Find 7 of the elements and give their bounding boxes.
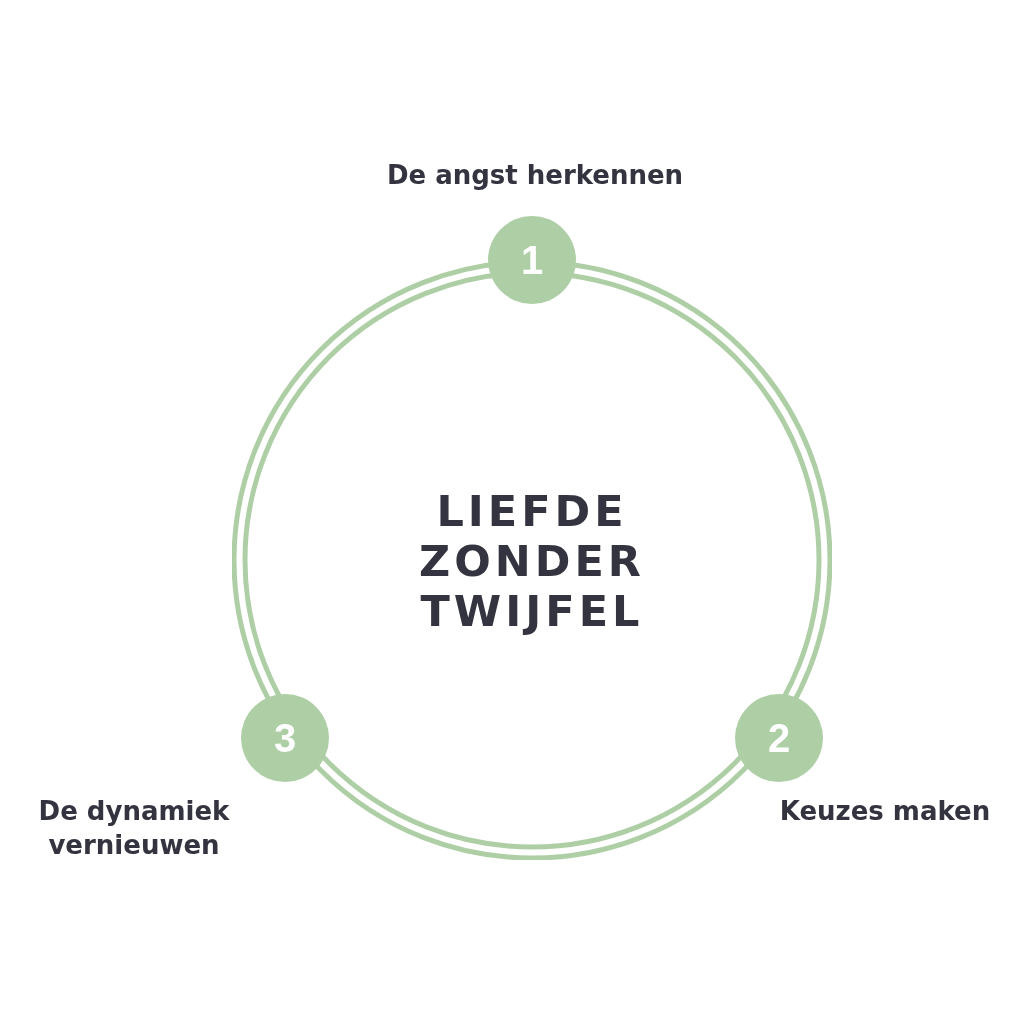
step-label: De dynamiek vernieuwen <box>37 795 231 862</box>
step-number-circle: 2 <box>735 694 823 782</box>
step-label: Keuzes maken <box>778 795 992 828</box>
step-label: De angst herkennen <box>385 159 685 192</box>
step-number-circle: 3 <box>241 694 329 782</box>
step-number-circle: 1 <box>488 216 576 304</box>
center-title: LIEFDE ZONDER TWIJFEL <box>418 486 646 636</box>
